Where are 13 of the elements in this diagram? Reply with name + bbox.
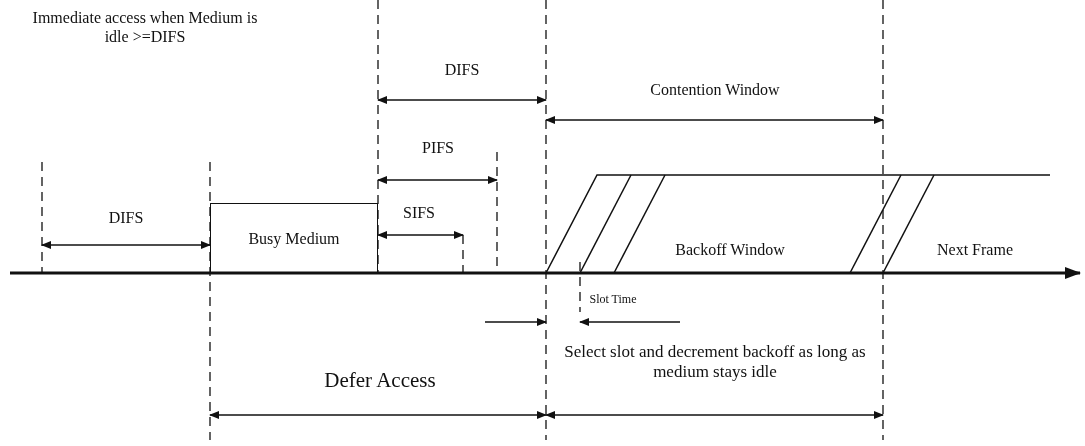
- frame-label: Next Frame: [936, 240, 1014, 260]
- frame-label: Busy Medium: [248, 228, 340, 249]
- interval-label: PIFS: [421, 138, 455, 158]
- frame-label: Backoff Window: [674, 240, 786, 260]
- phase-label: Select slot and decrement backoff as long as medium stays idle: [563, 342, 867, 383]
- phase-label: Defer Access: [323, 368, 437, 394]
- note-text: Immediate access when Medium is idle >=DIFS: [31, 8, 259, 47]
- busy-medium-frame: [210, 203, 378, 273]
- interval-label: DIFS: [107, 208, 145, 228]
- interval-label: Slot Time: [588, 292, 638, 307]
- interval-label: Contention Window: [649, 80, 781, 100]
- interval-label: SIFS: [402, 203, 436, 223]
- interval-label: DIFS: [443, 60, 481, 80]
